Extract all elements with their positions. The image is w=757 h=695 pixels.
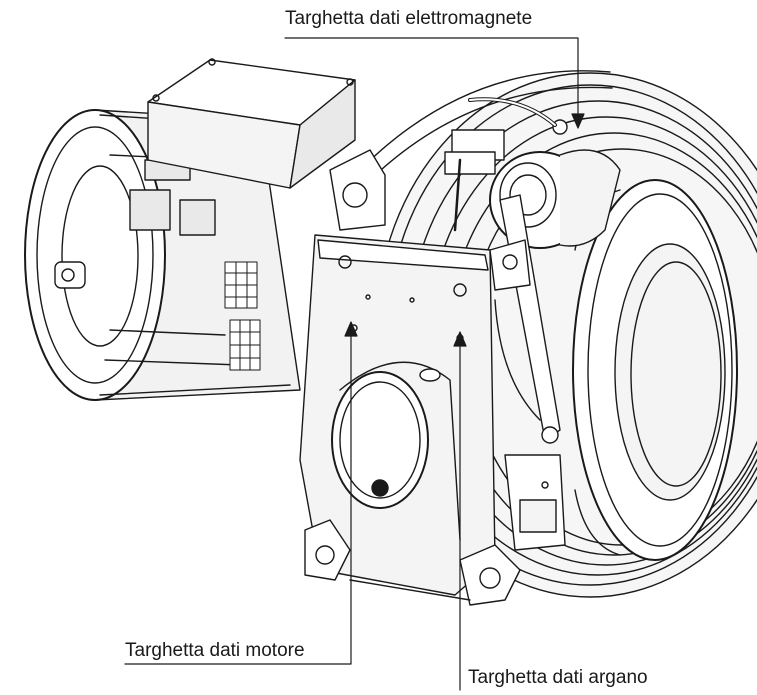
terminal-box bbox=[147, 58, 356, 189]
leader-line-electromagnet bbox=[284, 37, 579, 121]
electric-motor bbox=[24, 109, 301, 401]
arrowhead-motor bbox=[344, 321, 358, 337]
motor-nameplate-label: Targhetta dati motore bbox=[125, 640, 305, 661]
brake-drum bbox=[572, 179, 738, 561]
arrowhead-winch bbox=[453, 331, 467, 347]
electromagnet-nameplate-label: Targhetta dati elettromagnete bbox=[285, 8, 533, 29]
arrowhead-electromagnet bbox=[571, 113, 585, 129]
brake-electromagnet bbox=[444, 97, 621, 551]
leader-line-motor bbox=[124, 329, 352, 665]
gearbox-housing bbox=[299, 149, 521, 606]
winch-nameplate-label: Targhetta dati argano bbox=[468, 667, 648, 688]
leader-lines bbox=[124, 37, 585, 691]
